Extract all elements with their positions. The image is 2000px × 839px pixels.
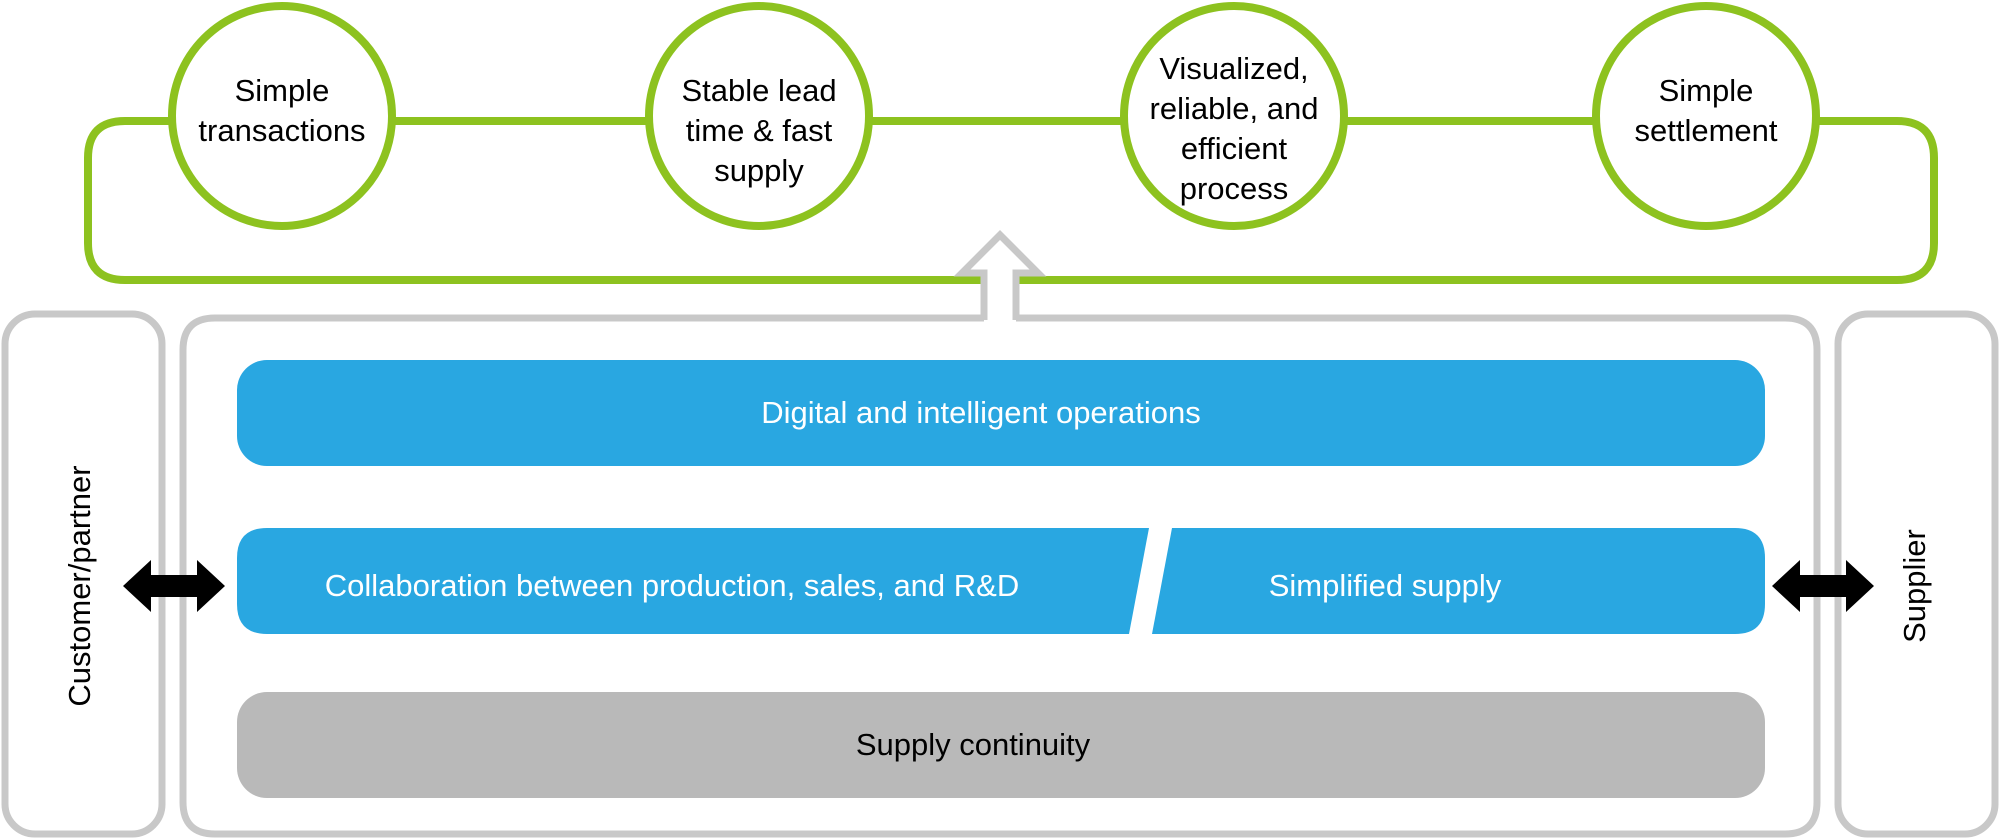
side-label-supplier: Supplier	[1897, 529, 1932, 643]
goal-circle-2	[645, 2, 873, 230]
up-arrow-icon	[953, 230, 1047, 320]
side-label-customer-partner: Customer/partner	[62, 465, 97, 707]
goal-label-4: Simple settlement	[1634, 73, 1778, 148]
layer-bar-top	[237, 360, 1765, 466]
right-exchange-arrow-icon	[1772, 560, 1874, 612]
layer-label-middle-left: Collaboration between production, sales,…	[324, 568, 1020, 603]
goal-circle-1	[168, 2, 396, 230]
goal-circle-3	[1120, 2, 1348, 230]
goal-label-1: Simple transactions	[198, 73, 366, 148]
goal-label-2: Stable lead time & fast supply	[681, 73, 837, 188]
goal-label-3: Visualized, reliable, and efficient proc…	[1149, 51, 1319, 206]
supplier-box	[1834, 310, 1999, 838]
layer-label-bottom: Supply continuity	[855, 727, 1091, 762]
layer-label-top: Digital and intelligent operations	[761, 395, 1201, 430]
layer-bar-middle-left	[237, 528, 1149, 634]
layer-bar-bottom	[237, 692, 1765, 798]
layer-bar-middle-right	[1152, 528, 1765, 634]
layer-label-middle-right: Simplified supply	[1268, 568, 1502, 603]
left-exchange-arrow-icon	[123, 560, 225, 612]
customer-partner-box	[1, 310, 166, 838]
green-loop-frame	[84, 117, 1938, 284]
goal-circle-4	[1592, 2, 1820, 230]
